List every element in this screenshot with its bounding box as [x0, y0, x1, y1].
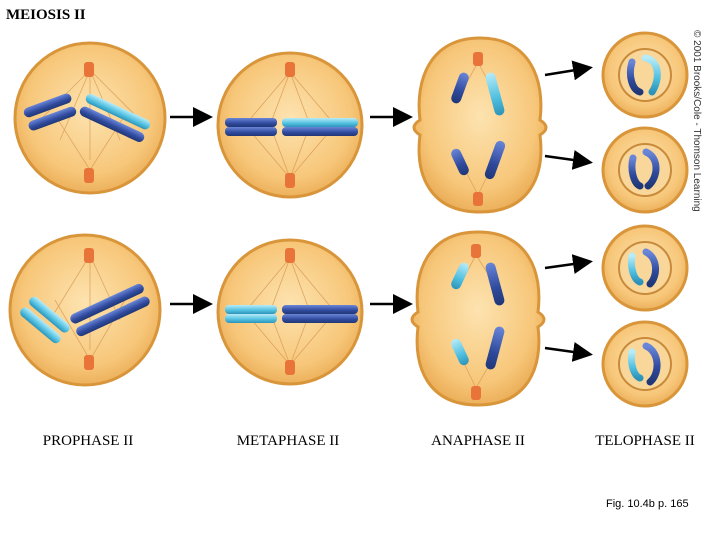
arrow-icon: [544, 254, 593, 274]
chromosome-dark: [225, 118, 277, 127]
prophase-cell-bottom: [8, 233, 162, 387]
chromosome-dark: [485, 326, 505, 370]
metaphase-cell-bottom: [216, 238, 364, 386]
chromosome-dark: [23, 93, 77, 131]
telophase-cell-1: [601, 31, 689, 119]
chromosome-dark: [70, 283, 150, 337]
arrow-icon: [544, 60, 593, 81]
meiosis-diagram: [8, 31, 689, 408]
telophase-cell-4: [601, 320, 689, 408]
figure-caption: Fig. 10.4b p. 165: [606, 498, 689, 510]
centriole-icon: [285, 360, 295, 375]
telophase-cell-3: [601, 224, 689, 312]
chromosome-light: [79, 93, 151, 143]
stage-label-prophase: PROPHASE II: [42, 433, 134, 449]
prophase-cell-top: [13, 41, 167, 195]
chromosome-dark: [485, 262, 505, 306]
chromosome-dark: [282, 305, 358, 314]
chromosome-dark: [282, 314, 358, 323]
anaphase-cell-top: [412, 36, 548, 214]
stage-label-telophase: TELOPHASE II: [595, 433, 695, 449]
centriole-icon: [473, 192, 483, 206]
stage-label-metaphase: METAPHASE II: [236, 433, 340, 449]
centriole-icon: [84, 168, 94, 183]
chromosome-light: [451, 262, 469, 290]
centriole-icon: [84, 355, 94, 370]
arrow-icon: [544, 150, 593, 170]
centriole-icon: [84, 248, 94, 263]
centriole-icon: [473, 52, 483, 66]
chromosome-light: [485, 72, 505, 116]
centriole-icon: [471, 244, 481, 258]
figure-title: MEIOSIS II: [6, 7, 86, 23]
chromosome-light: [225, 305, 277, 314]
chromosome-dark: [451, 148, 469, 176]
centriole-icon: [285, 248, 295, 263]
chromosome-light: [451, 338, 469, 366]
centriole-icon: [84, 62, 94, 77]
chromosome-dark: [282, 127, 358, 136]
anaphase-cell-bottom: [410, 230, 546, 407]
centriole-icon: [285, 173, 295, 188]
arrow-icon: [544, 342, 593, 362]
centriole-icon: [471, 386, 481, 400]
chromosome-light: [225, 314, 277, 323]
chromosome-dark: [451, 72, 469, 104]
chromosome-dark: [484, 140, 506, 180]
chromosome-light: [282, 118, 358, 127]
stage-label-anaphase: ANAPHASE II: [431, 433, 525, 449]
metaphase-cell-top: [216, 51, 364, 199]
centriole-icon: [285, 62, 295, 77]
chromosome-light: [20, 296, 70, 344]
telophase-cell-2: [601, 126, 689, 214]
chromosome-dark: [225, 127, 277, 136]
